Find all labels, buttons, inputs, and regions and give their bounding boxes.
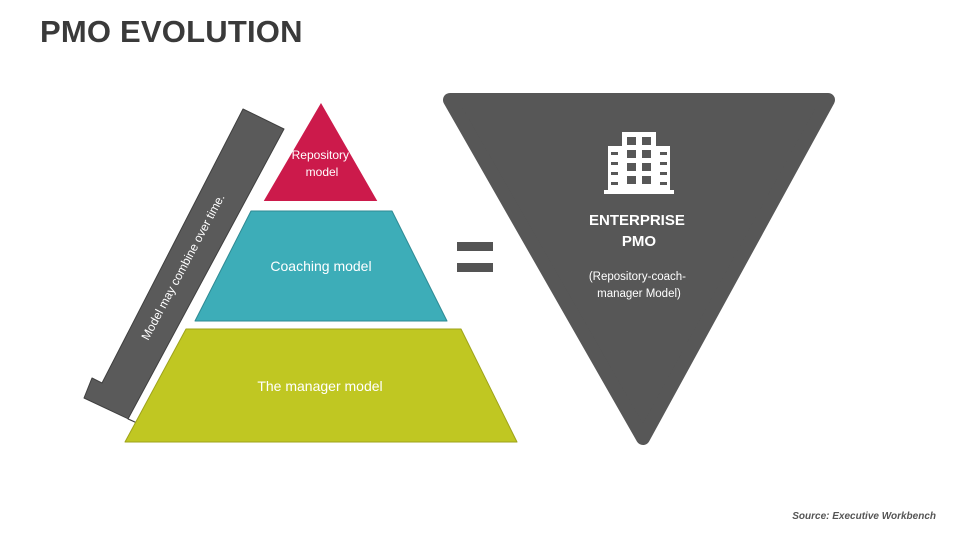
equals-bar-top [457, 242, 493, 251]
tier-top-label-line1: Repository [292, 148, 349, 162]
office-building-icon [604, 132, 674, 194]
arrow-shape [83, 108, 285, 424]
enterprise-title: ENTERPRISE PMO [589, 212, 689, 250]
equals-bar-bottom [457, 263, 493, 272]
enterprise-subtitle-line1: (Repository-coach- [589, 271, 686, 283]
enterprise-title-line1: ENTERPRISE [589, 212, 685, 229]
pyramid-tier-top-label: Repository model [292, 148, 353, 179]
tier-top-label-line2: model [306, 165, 339, 179]
source-note: Source: Executive Workbench [792, 511, 936, 522]
pyramid: Repository model Coaching model The mana… [124, 100, 518, 443]
enterprise-subtitle: (Repository-coach- manager Model) [589, 271, 689, 300]
pyramid-tier-bottom-label: The manager model [257, 378, 382, 394]
enterprise-title-line2: PMO [622, 233, 657, 250]
enterprise-pmo: ENTERPRISE PMO (Repository-coach- manage… [443, 93, 835, 445]
pyramid-tier-middle [194, 210, 448, 322]
enterprise-triangle [443, 93, 835, 445]
page-title: PMO EVOLUTION [40, 14, 303, 49]
enterprise-subtitle-line2: manager Model) [597, 288, 681, 300]
pyramid-tier-top [261, 100, 380, 203]
pyramid-tier-middle-label: Coaching model [270, 258, 371, 274]
equals-sign [457, 242, 493, 272]
pyramid-tier-bottom [124, 328, 518, 443]
